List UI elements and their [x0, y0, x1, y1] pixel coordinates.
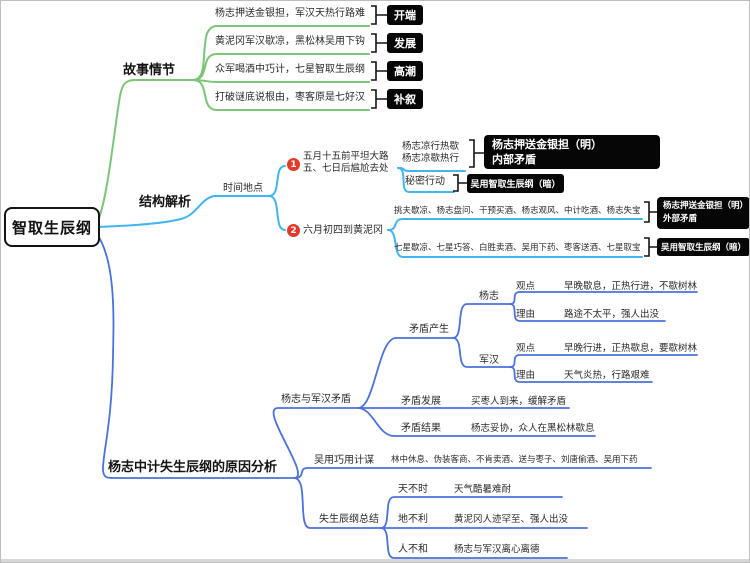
yangzhi-reason-label[interactable]: 理由 [516, 309, 536, 320]
summary-item-text[interactable]: 黄泥冈人迹罕至、强人出没 [454, 514, 569, 525]
junhan-reason-label[interactable]: 理由 [516, 370, 536, 381]
bracket-marks [371, 5, 657, 257]
junhan-view-label[interactable]: 观点 [516, 343, 536, 354]
tag-ming-internal-line1: 杨志押送金银担（明） [492, 138, 602, 151]
yangzhi-pace-line1: 杨志凉行热歇 [402, 141, 460, 152]
structure-node2-text[interactable]: 六月初四到黄泥冈 [303, 225, 383, 236]
story-item-text[interactable]: 黄泥冈军汉歇凉，黑松林吴用下钩 [215, 36, 365, 47]
scheme-text[interactable]: 林中休息、伪装客商、不肯卖酒、送与枣子、刘唐偷酒、吴用下药 [391, 455, 638, 465]
tag-ming-internal[interactable]: 杨志押送金银担（明） 内部矛盾 [484, 135, 660, 169]
number-badge-1: 1 [287, 158, 300, 171]
conflict-label[interactable]: 杨志与军汉矛盾 [281, 394, 351, 405]
junhan-label[interactable]: 军汉 [479, 355, 499, 366]
tag-ming-external-line1: 杨志押送金银担（明） [663, 201, 749, 211]
story-branch-curves [97, 25, 370, 222]
tag-ming-external[interactable]: 杨志押送金银担（明） 外部矛盾 [657, 197, 749, 229]
number-badge-2: 2 [287, 224, 300, 237]
summary-item-text[interactable]: 天气酷暑难耐 [454, 484, 512, 495]
conflict-development-label[interactable]: 矛盾发展 [401, 396, 441, 407]
junhan-reason-text[interactable]: 天气炎热，行路艰难 [564, 370, 650, 381]
tag-an-1[interactable]: 吴用智取生辰纲（暗） [467, 174, 564, 193]
junhan-view-text[interactable]: 早晚行进，正热歇息，要歇树林 [564, 343, 698, 354]
story-item-text[interactable]: 众军喝酒中巧计，七星智取生辰纲 [215, 64, 365, 75]
summary-item-label[interactable]: 地不利 [398, 514, 428, 525]
story-item-text[interactable]: 杨志押送金银担，军汉天热行路难 [215, 8, 365, 19]
structure-node1-line2: 五、七日后尴尬去处 [303, 162, 389, 174]
structure-node1-text[interactable]: 五月十五前平坦大路 五、七日后尴尬去处 [303, 151, 389, 175]
time-place-label[interactable]: 时间地点 [223, 183, 263, 194]
structure-node1-line1: 五月十五前平坦大路 [303, 151, 389, 162]
yangzhi-pace-line2: 杨志凉歇热行 [402, 152, 460, 164]
row-ming-events[interactable]: 挑夫歇凉、杨志盘问、干预买酒、杨志观风、中计吃酒、杨志失宝 [394, 206, 641, 216]
story-stage-tag[interactable]: 高潮 [387, 61, 423, 81]
tag-ming-internal-line2: 内部矛盾 [492, 153, 536, 166]
secret-action-label[interactable]: 秘密行动 [405, 176, 445, 187]
summary-label[interactable]: 失生辰纲总结 [319, 514, 379, 525]
story-item-text[interactable]: 打破谜底说根由，枣客原是七好汉 [215, 92, 365, 103]
branch-analysis-label[interactable]: 杨志中计失生辰纲的原因分析 [108, 460, 278, 475]
tag-ming-external-line2: 外部矛盾 [663, 214, 698, 224]
story-stage-tag[interactable]: 补叙 [387, 89, 423, 109]
summary-item-label[interactable]: 人不和 [398, 544, 428, 555]
row-an-events[interactable]: 七星歇凉、七星巧答、白胜卖酒、吴用下药、枣客送酒、七星取宝 [394, 243, 641, 253]
yangzhi-view-label[interactable]: 观点 [516, 281, 536, 292]
summary-item-label[interactable]: 天不时 [398, 484, 428, 495]
summary-item-text[interactable]: 杨志与军汉离心离德 [454, 544, 540, 555]
structure-branch-curves [97, 165, 643, 258]
conflict-result-text[interactable]: 杨志妥协，众人在黑松林歇息 [471, 423, 595, 434]
conflict-origin-label[interactable]: 矛盾产生 [409, 324, 449, 335]
story-stage-tag[interactable]: 开端 [387, 5, 423, 25]
conflict-result-label[interactable]: 矛盾结果 [401, 423, 441, 434]
root-topic[interactable]: 智取生辰纲 [4, 207, 100, 247]
branch-structure-label[interactable]: 结构解析 [139, 195, 192, 210]
yangzhi-view-text[interactable]: 早晚歇息，正热行进，不歇树林 [564, 281, 698, 292]
conflict-development-text[interactable]: 买枣人到来，缓解矛盾 [471, 396, 567, 407]
yangzhi-reason-text[interactable]: 路途不太平，强人出没 [564, 309, 660, 320]
scheme-label[interactable]: 吴用巧用计谋 [314, 455, 374, 466]
yangzhi-pace-node[interactable]: 杨志凉行热歇 杨志凉歇热行 [402, 141, 459, 165]
story-stage-tag[interactable]: 发展 [387, 33, 423, 53]
branch-story-label[interactable]: 故事情节 [123, 63, 176, 78]
analysis-branch-curves [96, 233, 698, 559]
window-bottom-edge [1, 559, 749, 562]
yangzhi-label[interactable]: 杨志 [479, 291, 499, 302]
tag-an-2[interactable]: 吴用智取生辰纲（暗） [657, 238, 749, 256]
